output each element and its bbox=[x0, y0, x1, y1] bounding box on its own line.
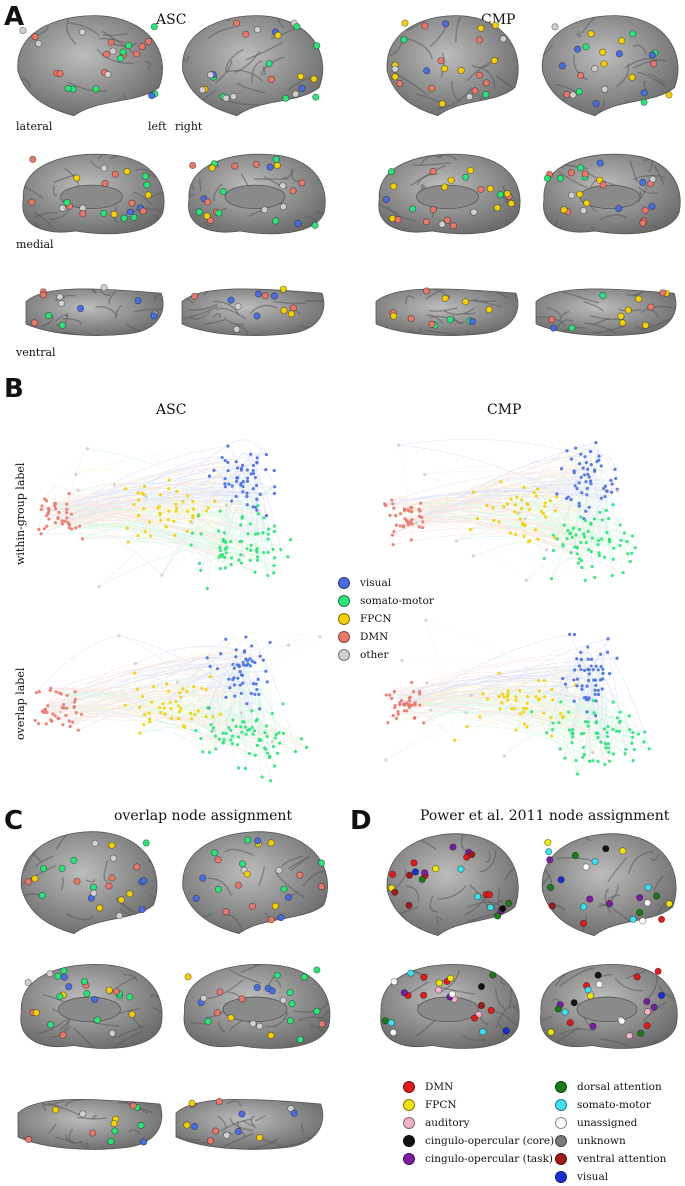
legend-d-item: FPCN bbox=[403, 1096, 554, 1114]
legend-d-item: ventral attention bbox=[555, 1150, 666, 1168]
legend-d-item: unassigned bbox=[555, 1114, 666, 1132]
legend-swatch bbox=[403, 1153, 415, 1165]
brain-a-asc-medial-left bbox=[22, 153, 165, 235]
legend-swatch bbox=[338, 649, 350, 661]
row-label-overlap: overlap label bbox=[14, 667, 27, 740]
legend-d-item: unknown bbox=[555, 1132, 666, 1150]
legend-swatch bbox=[555, 1135, 567, 1147]
panel-b-title-cmp: CMP bbox=[487, 402, 522, 418]
legend-b-item: visual bbox=[338, 574, 434, 592]
panel-a-letter: A bbox=[4, 2, 25, 32]
legend-d-item: auditory bbox=[403, 1114, 554, 1132]
legend-label: other bbox=[360, 649, 389, 661]
legend-label: FPCN bbox=[425, 1099, 457, 1111]
legend-d-item: cingulo-opercular (task) bbox=[403, 1150, 554, 1168]
legend-swatch bbox=[403, 1081, 415, 1093]
legend-swatch bbox=[555, 1099, 567, 1111]
network-cmp-within-group bbox=[383, 438, 637, 583]
brain-a-cmp-ventral-left bbox=[375, 287, 519, 336]
brain-c-ventral-right bbox=[175, 1097, 324, 1150]
legend-label: cingulo-opercular (task) bbox=[425, 1153, 554, 1165]
view-label-ventral: ventral bbox=[16, 346, 56, 359]
view-label-medial: medial bbox=[16, 238, 54, 251]
panel-b-title-asc: ASC bbox=[156, 402, 187, 418]
row-label-within-group: within-group label bbox=[14, 462, 27, 565]
legend-label: dorsal attention bbox=[577, 1081, 662, 1093]
legend-swatch bbox=[338, 613, 350, 625]
legend-d-item: DMN bbox=[403, 1078, 554, 1096]
legend-b-item: FPCN bbox=[338, 610, 434, 628]
legend-swatch bbox=[555, 1171, 567, 1183]
brain-c-medial-right bbox=[183, 963, 331, 1049]
brain-c-lateral-right bbox=[182, 831, 328, 935]
panel-c-letter: C bbox=[4, 806, 24, 836]
legend-label: visual bbox=[577, 1171, 609, 1183]
brain-d-medial-right bbox=[540, 963, 678, 1049]
legend-swatch bbox=[555, 1081, 567, 1093]
panel-d-letter: D bbox=[350, 806, 372, 836]
brain-d-lateral-right bbox=[541, 833, 677, 937]
legend-label: cingulo-opercular (core) bbox=[425, 1135, 555, 1147]
legend-swatch bbox=[338, 631, 350, 643]
legend-swatch bbox=[555, 1117, 567, 1129]
legend-d-item: cingulo-opercular (core) bbox=[403, 1132, 554, 1150]
legend-label: auditory bbox=[425, 1117, 470, 1129]
legend-swatch bbox=[403, 1117, 415, 1129]
legend-d-item: visual bbox=[555, 1168, 666, 1186]
network-cmp-overlap bbox=[384, 618, 651, 776]
legend-label: somato-motor bbox=[360, 595, 434, 607]
legend-swatch bbox=[403, 1099, 415, 1111]
legend-d-item: somato-motor bbox=[555, 1096, 666, 1114]
legend-label: visual bbox=[360, 577, 392, 589]
network-asc-within-group bbox=[37, 439, 293, 591]
legend-d-item: dorsal attention bbox=[555, 1078, 666, 1096]
panel-b-letter: B bbox=[4, 374, 24, 404]
brain-c-lateral-left bbox=[21, 831, 158, 935]
brain-a-asc-ventral-right bbox=[181, 285, 325, 336]
view-label-lateral: lateral bbox=[16, 120, 53, 133]
brain-c-medial-left bbox=[20, 963, 163, 1049]
legend-swatch bbox=[338, 577, 350, 589]
brain-c-ventral-left bbox=[17, 1098, 163, 1150]
brain-a-cmp-medial-right bbox=[543, 153, 681, 235]
legend-swatch bbox=[403, 1135, 415, 1147]
panel-d-title: Power et al. 2011 node assignment bbox=[420, 808, 670, 824]
panel-d-legend-col2: dorsal attention somato-motor unassigned un… bbox=[555, 1078, 666, 1186]
legend-label: unassigned bbox=[577, 1117, 638, 1129]
legend-label: ventral attention bbox=[577, 1153, 667, 1165]
legend-label: DMN bbox=[360, 631, 389, 643]
legend-label: FPCN bbox=[360, 613, 392, 625]
panel-a-title-asc: ASC bbox=[156, 12, 187, 28]
network-asc-overlap bbox=[33, 633, 322, 783]
legend-label: unknown bbox=[577, 1135, 626, 1147]
legend-label: somato-motor bbox=[577, 1099, 651, 1111]
legend-b-item: somato-motor bbox=[338, 592, 434, 610]
legend-b-item: other bbox=[338, 646, 434, 664]
view-label-left: left bbox=[148, 120, 167, 133]
brain-a-asc-lateral-left bbox=[17, 15, 163, 117]
brain-d-lateral-left bbox=[386, 833, 519, 937]
panel-d-legend-col1: DMN FPCN auditory cingulo-opercular (core) c… bbox=[403, 1078, 554, 1168]
legend-b-item: DMN bbox=[338, 628, 434, 646]
legend-label: DMN bbox=[425, 1081, 454, 1093]
brain-a-cmp-lateral-left bbox=[386, 15, 519, 117]
brain-d-medial-left bbox=[380, 963, 520, 1049]
brain-a-cmp-ventral-right bbox=[535, 288, 677, 336]
view-label-right: right bbox=[175, 120, 203, 133]
legend-swatch bbox=[555, 1153, 567, 1165]
brain-a-cmp-medial-left bbox=[378, 153, 521, 235]
legend-swatch bbox=[338, 595, 350, 607]
brain-a-cmp-lateral-right bbox=[542, 15, 679, 117]
brain-a-asc-medial-right bbox=[188, 153, 326, 235]
panel-c-title: overlap node assignment bbox=[114, 808, 293, 824]
brain-a-asc-ventral-left bbox=[25, 284, 164, 336]
brain-a-asc-lateral-right bbox=[182, 15, 324, 117]
